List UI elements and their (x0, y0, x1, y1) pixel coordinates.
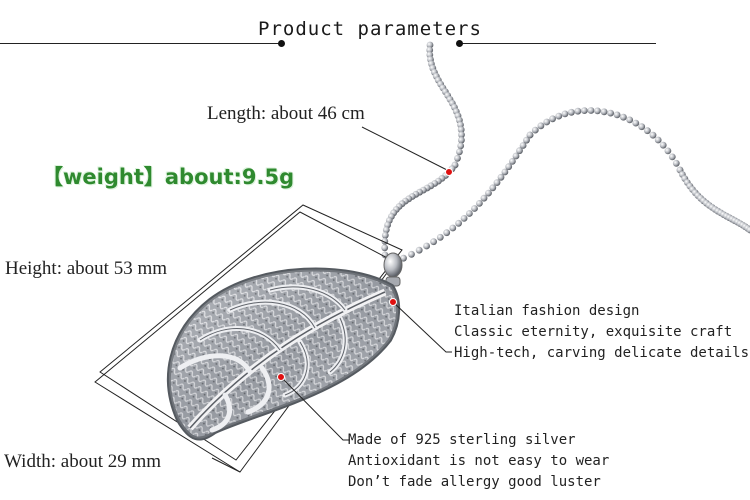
chain-bead (430, 238, 437, 246)
necklace-chain (381, 41, 750, 266)
chain-bead (600, 108, 608, 116)
chain-bead (449, 224, 457, 232)
chain-bead (458, 136, 465, 144)
chain-bead (455, 219, 462, 227)
chain-bead (501, 168, 509, 176)
chain-bead (594, 107, 601, 115)
feature-item: Antioxidant is not easy to wear (348, 453, 610, 469)
chain-bead (672, 159, 680, 167)
leaf-pendant (167, 267, 401, 441)
chain-bead (426, 41, 434, 49)
chain-bead (476, 200, 483, 207)
chain-bead (581, 107, 588, 114)
chain-bead (457, 126, 465, 134)
header-rule-dot-right (456, 40, 463, 47)
page-title: Product parameters (258, 18, 482, 40)
chain-bead (620, 113, 627, 121)
chain-bead (638, 123, 646, 131)
chain-bead (644, 127, 651, 135)
chain-bead (505, 163, 513, 171)
chain-bead (561, 110, 569, 118)
chain-bead (460, 215, 468, 222)
chain-bead (516, 147, 523, 155)
width-spec: Width: about 29 mm (4, 451, 162, 472)
chain-bead (649, 131, 657, 139)
chain-bead (537, 122, 545, 130)
chain-bead (497, 173, 505, 181)
chain-bead (415, 246, 423, 254)
chain-bead (587, 107, 595, 114)
chain-bead (519, 142, 527, 149)
indicator-dots (277, 168, 453, 381)
features-top: Italian fashion design Classic eternity,… (454, 301, 749, 364)
header-rule-dot-left (278, 40, 285, 47)
chain-bead (659, 141, 667, 149)
chain-bead (485, 189, 492, 197)
chain-bead (381, 231, 389, 239)
chain-bead (443, 229, 451, 237)
chain-bead (454, 154, 461, 162)
chain-bead (632, 119, 640, 127)
feature-item: Don’t fade allergy good luster (348, 474, 601, 490)
chain-bead (654, 136, 662, 144)
chain-bead (613, 111, 621, 119)
chain-bead (457, 142, 465, 150)
feature-item: Italian fashion design (454, 303, 640, 319)
chain-bead (523, 136, 530, 144)
chain-bead (458, 131, 465, 139)
chain-bead (746, 226, 750, 234)
chain-bead (408, 250, 415, 258)
chain-bead (568, 108, 575, 116)
chain-bead (381, 244, 389, 252)
chain-bead (626, 116, 634, 124)
chain-bead (466, 210, 473, 217)
chain-bead (555, 112, 563, 120)
chain-bead (489, 184, 497, 192)
chain-bead (426, 46, 434, 54)
weight-spec: 【weight】about:9.5g (42, 165, 295, 189)
feature-item: High-tech, carving delicate details (454, 345, 750, 361)
height-spec: Height: about 53 mm (5, 258, 168, 279)
chain-bead (382, 226, 390, 234)
feature-item: Classic eternity, exquisite craft (454, 324, 733, 340)
chain-bead (543, 118, 551, 126)
chain-bead (664, 147, 672, 155)
chain-bead (400, 254, 407, 262)
feature-item: Made of 925 sterling silver (348, 432, 576, 448)
header-rule-left (0, 43, 282, 44)
chain-bead (531, 126, 539, 134)
length-spec: Length: about 46 cm (207, 103, 365, 124)
chain-bead (512, 152, 520, 160)
chain-bead (526, 131, 534, 139)
chain-bead (436, 233, 444, 241)
chain-bead (456, 148, 463, 156)
callout-lines (280, 126, 452, 441)
chain-bead (509, 158, 516, 165)
chain-bead (471, 205, 478, 212)
chain-bead (549, 115, 556, 123)
chain-bead (668, 153, 676, 161)
chain-bead (607, 109, 614, 117)
header-rule-right (458, 43, 656, 44)
features-bottom: Made of 925 sterling silver Antioxidant … (348, 430, 609, 493)
chain-bead (493, 179, 501, 187)
chain-bead (574, 107, 582, 115)
chain-bead (423, 242, 430, 250)
chain-bead (480, 194, 488, 202)
